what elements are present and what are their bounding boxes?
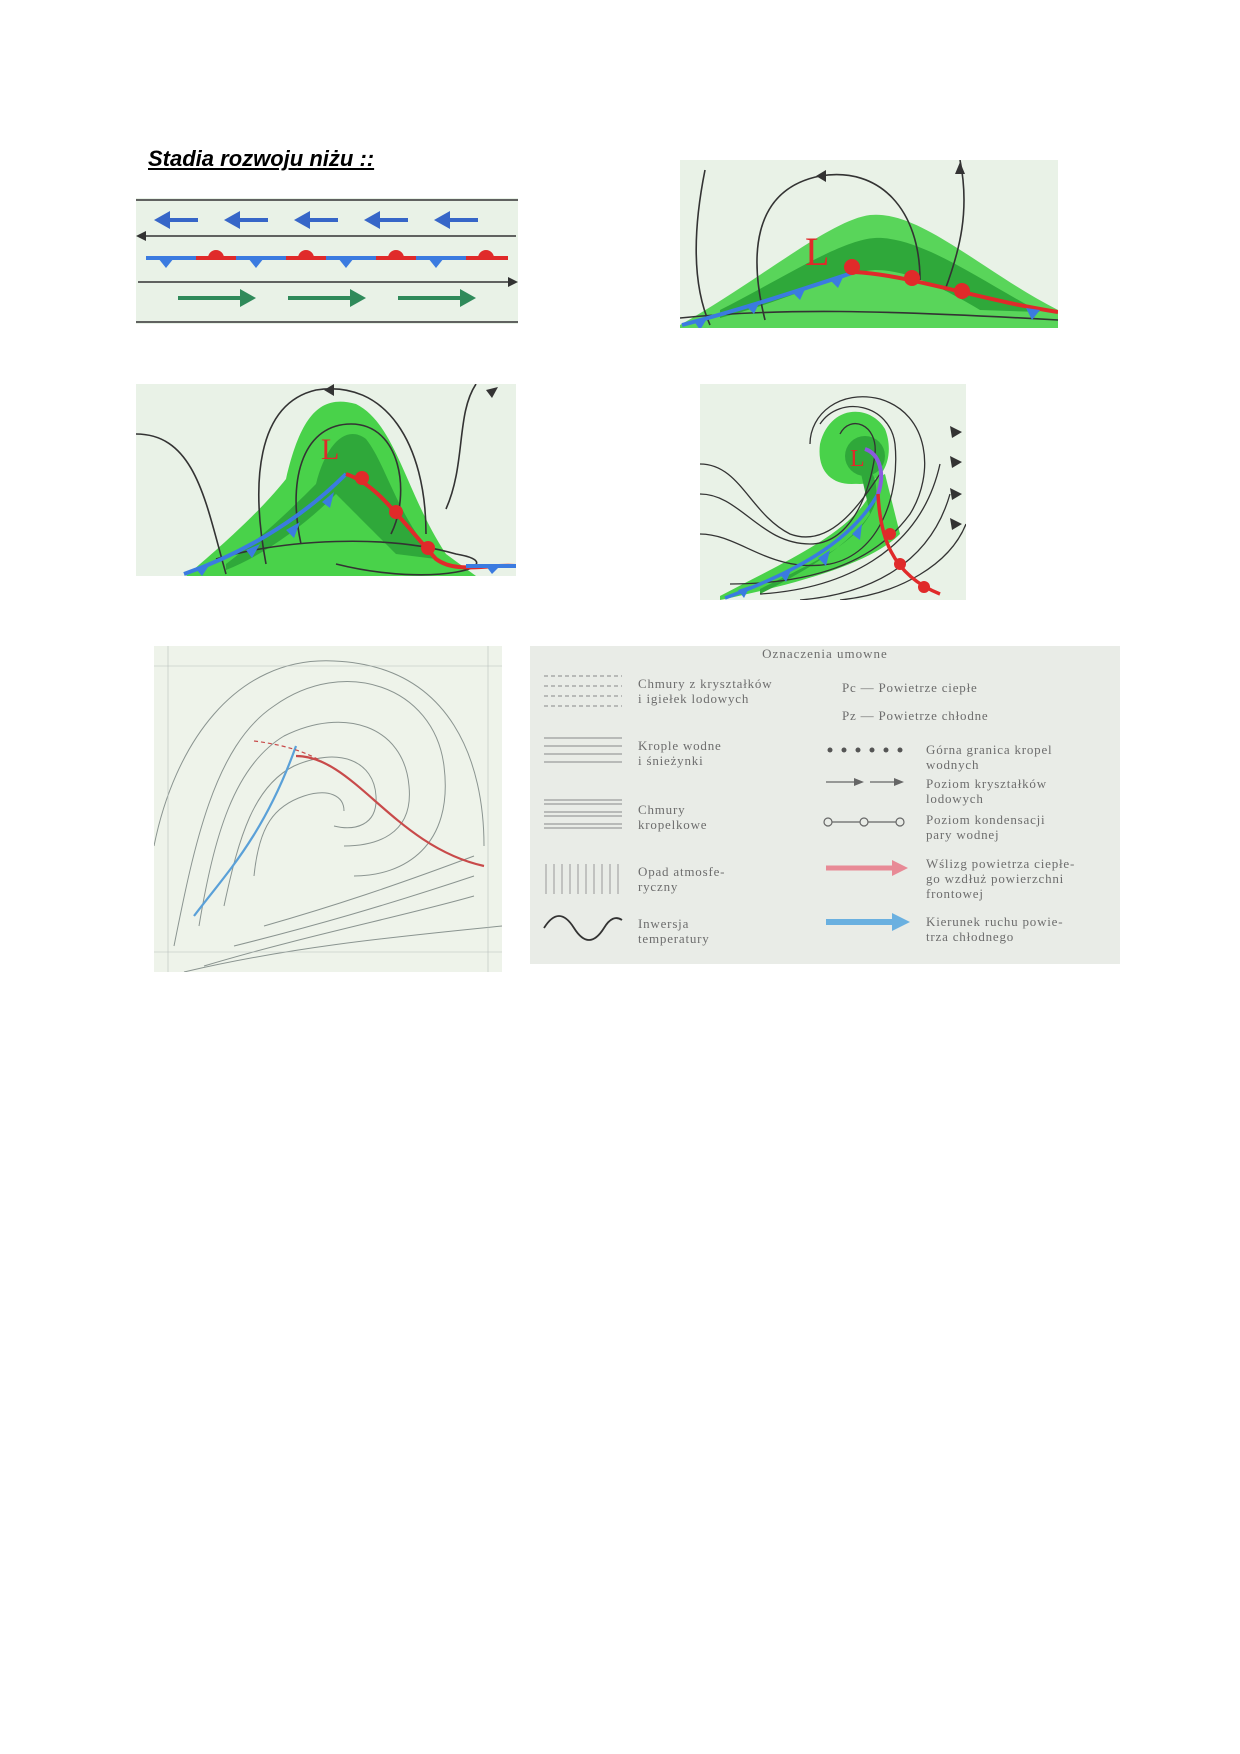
stage-1-stationary-front-diagram: [136, 198, 518, 324]
legend-item-warm-air-upglide: Wślizg powietrza ciepłe-go wzdłuż powier…: [926, 856, 1076, 901]
legend-item-cold-air-direction: Kierunek ruchu powie-trza chłodnego: [926, 914, 1064, 944]
stage-4-occlusion-diagram: L: [700, 384, 966, 600]
page-title: Stadia rozwoju niżu ::: [148, 146, 375, 171]
vertical-lines-icon: [545, 864, 619, 894]
legend-item-warm-air: Pc — Powietrze ciepłe: [842, 680, 978, 695]
legend-item-precipitation: Opad atmosfe-ryczny: [638, 864, 726, 894]
solid-lines-icon: [544, 737, 622, 763]
legend-item-cold-air: Pz — Powietrze chłodne: [842, 708, 989, 723]
stage-3-mature-cyclone-diagram: L: [136, 384, 516, 576]
wave-icon: [543, 915, 623, 941]
low-pressure-label: L: [850, 446, 865, 472]
east-wind-arrows: [154, 211, 478, 229]
stage-2-wave-diagram: L: [680, 160, 1058, 328]
cyclone-sketch-map: [154, 646, 502, 972]
double-lines-icon: [544, 799, 622, 829]
west-wind-arrows: [178, 289, 476, 307]
circles-line-icon: [823, 817, 905, 827]
low-pressure-label: L: [805, 229, 829, 274]
legend-title: Oznaczenia umowne: [762, 646, 888, 661]
arrows-icon: [826, 778, 904, 786]
red-arrow-icon: [826, 860, 908, 876]
stationary-front: [146, 250, 508, 268]
dashed-lines-icon: [544, 675, 622, 707]
blue-arrow-icon: [826, 913, 910, 931]
low-pressure-label: L: [321, 433, 339, 466]
dots-icon: [827, 747, 903, 753]
legend-panel: Oznaczenia umowne: [530, 646, 1120, 964]
